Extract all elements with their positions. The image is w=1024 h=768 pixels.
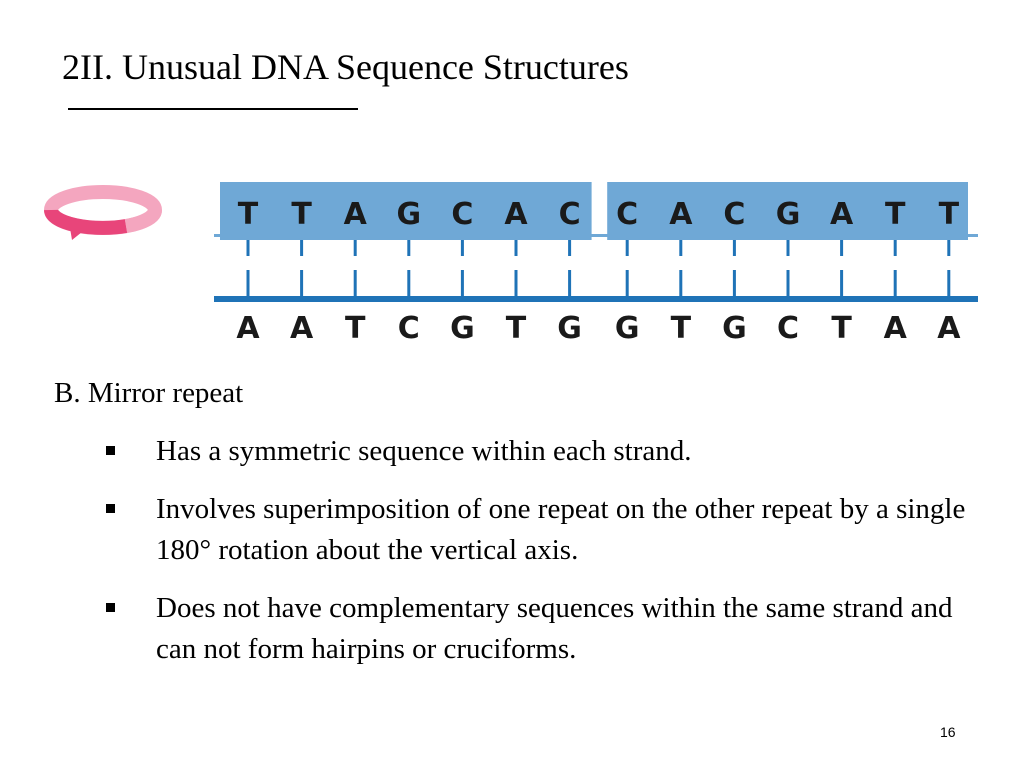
bottom-strand-base: G — [615, 311, 640, 346]
bullet-square-icon — [106, 504, 115, 513]
slide-title: 2II. Unusual DNA Sequence Structures — [62, 47, 629, 87]
top-strand-base: C — [616, 197, 638, 232]
base-pair-rung-lower — [732, 270, 736, 296]
page-number: 16 — [940, 724, 956, 740]
bullet-text: Involves superimposition of one repeat o… — [156, 493, 966, 566]
top-strand-base: G — [396, 197, 421, 232]
base-pair-rung-lower — [840, 270, 844, 296]
top-strand-base: A — [669, 197, 693, 232]
bottom-strand-base: A — [884, 311, 908, 346]
bullet-item: Involves superimposition of one repeat o… — [106, 489, 986, 571]
base-pair-rung-upper — [568, 240, 572, 256]
bullet-text: Does not have complementary sequences wi… — [156, 592, 953, 665]
base-pair-rung-lower — [625, 270, 629, 296]
top-strand-base: C — [451, 197, 473, 232]
bullet-item: Does not have complementary sequences wi… — [106, 588, 986, 670]
top-strand-base: C — [559, 197, 581, 232]
top-strand-base: T — [885, 197, 906, 232]
base-pair-rung-lower — [246, 270, 250, 296]
base-pair-rung-upper — [679, 240, 683, 256]
bullet-square-icon — [106, 446, 115, 455]
base-pair-rung-lower — [514, 270, 518, 296]
bottom-strand-base: A — [937, 311, 961, 346]
top-strand-base: A — [504, 197, 528, 232]
bottom-strand-base: T — [345, 311, 366, 346]
bottom-strand-base: C — [398, 311, 420, 346]
base-pair-rung-lower — [407, 270, 411, 296]
bullet-item: Has a symmetric sequence within each str… — [106, 431, 986, 472]
base-pair-rung-upper — [625, 240, 629, 256]
bottom-strand-base: T — [831, 311, 852, 346]
base-pair-rung-upper — [353, 240, 357, 256]
bottom-strand-base: G — [722, 311, 747, 346]
top-strand-base: T — [291, 197, 312, 232]
base-pair-rung-lower — [568, 270, 572, 296]
bottom-strand-base: G — [450, 311, 475, 346]
base-pair-rung-upper — [786, 240, 790, 256]
bullet-square-icon — [106, 603, 115, 612]
bottom-strand-base: A — [290, 311, 314, 346]
bottom-strand-base: A — [236, 311, 260, 346]
top-strand-left-box — [220, 182, 592, 240]
base-pair-rung-upper — [947, 240, 951, 256]
base-pair-rung-lower — [947, 270, 951, 296]
base-pair-rung-upper — [732, 240, 736, 256]
top-strand-base: A — [344, 197, 368, 232]
bottom-strand-base: T — [506, 311, 527, 346]
base-pair-rung-upper — [460, 240, 464, 256]
top-strand-right-box — [607, 182, 968, 240]
bottom-strand-backbone — [214, 296, 978, 302]
top-strand-base: C — [723, 197, 745, 232]
base-pair-rung-lower — [786, 270, 790, 296]
base-pair-rung-lower — [893, 270, 897, 296]
bottom-strand-base: T — [671, 311, 692, 346]
base-pair-rung-lower — [353, 270, 357, 296]
title-underline — [68, 108, 358, 110]
base-pair-rung-upper — [893, 240, 897, 256]
section-heading: B. Mirror repeat — [54, 377, 244, 409]
base-pair-rung-lower — [460, 270, 464, 296]
top-strand-base: G — [776, 197, 801, 232]
top-strand-base: T — [238, 197, 259, 232]
top-strand-base: A — [830, 197, 854, 232]
base-pair-rung-lower — [679, 270, 683, 296]
bottom-strand-base: C — [777, 311, 799, 346]
base-pair-rung-upper — [514, 240, 518, 256]
top-strand-backbone — [214, 234, 978, 237]
base-pair-rung-upper — [246, 240, 250, 256]
base-pair-rung-upper — [300, 240, 304, 256]
base-pair-rung-lower — [300, 270, 304, 296]
bottom-strand-base: G — [557, 311, 582, 346]
bullet-text: Has a symmetric sequence within each str… — [156, 435, 692, 467]
rotation-arrow-icon — [44, 185, 162, 240]
top-strand-base: T — [939, 197, 960, 232]
base-pair-rung-upper — [407, 240, 411, 256]
base-pair-rung-upper — [840, 240, 844, 256]
